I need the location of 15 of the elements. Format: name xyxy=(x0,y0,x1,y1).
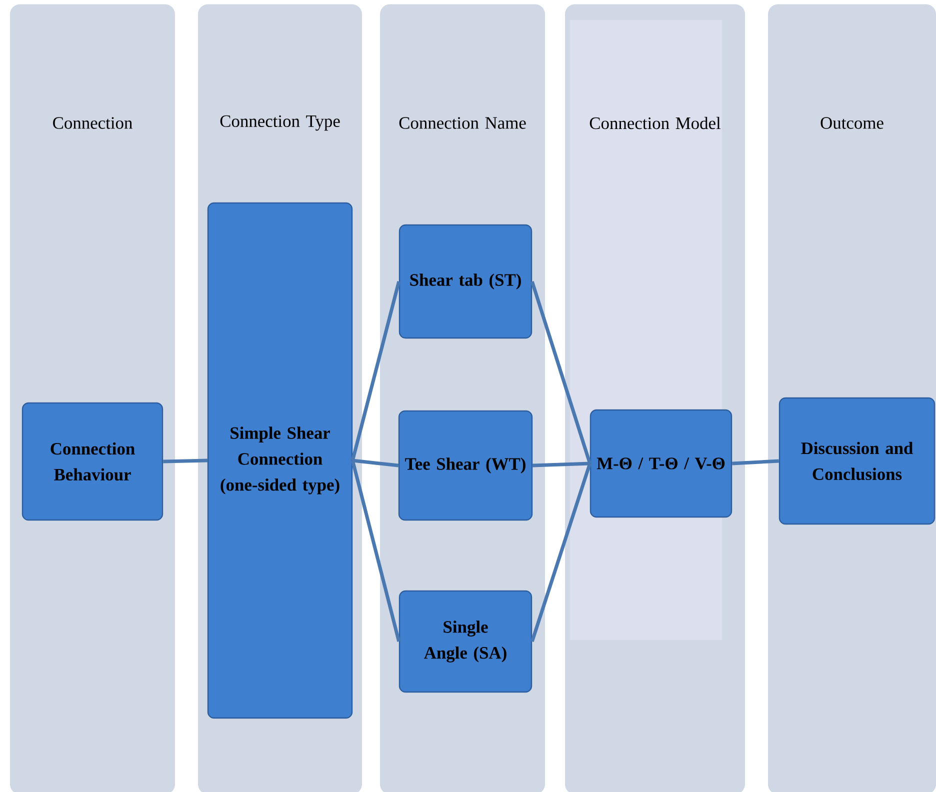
process-box: M-Θ / T-Θ / V-Θ xyxy=(590,409,732,518)
process-box: Shear tab (ST) xyxy=(398,224,532,339)
connector-line xyxy=(163,458,208,464)
connector-line xyxy=(350,460,401,642)
process-box: Discussion and Conclusions xyxy=(778,397,936,525)
process-box: Tee Shear (WT) xyxy=(398,410,533,521)
connector-line xyxy=(532,462,590,468)
connector-line xyxy=(350,281,401,461)
connector-line xyxy=(732,459,779,466)
process-box: Single Angle (SA) xyxy=(398,590,532,693)
process-box: Connection Behaviour xyxy=(22,402,164,521)
connector-line xyxy=(530,462,592,642)
connector-line xyxy=(352,458,399,468)
connector-line xyxy=(530,280,592,464)
process-box: Simple Shear Connection (one-sided type) xyxy=(207,202,353,719)
